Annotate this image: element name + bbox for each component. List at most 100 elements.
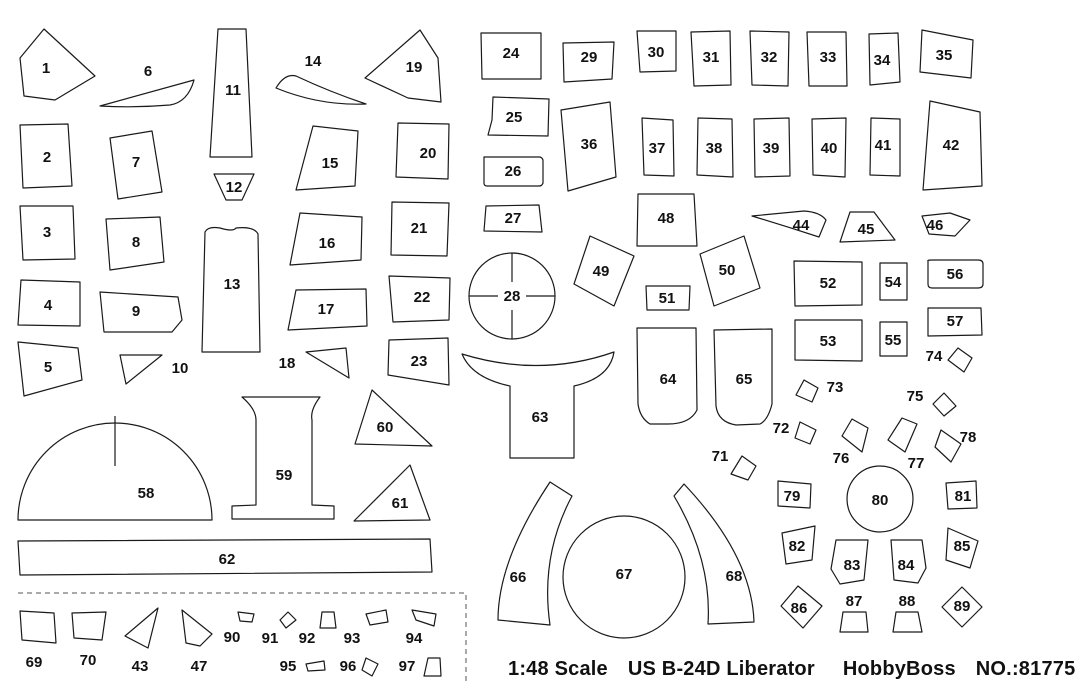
part-47 bbox=[181, 609, 213, 647]
label-87: 87 bbox=[846, 593, 863, 610]
part-38 bbox=[696, 117, 734, 178]
label-29: 29 bbox=[581, 49, 598, 66]
label-57: 57 bbox=[947, 313, 964, 330]
part-86 bbox=[780, 585, 823, 629]
label-69: 69 bbox=[26, 654, 43, 671]
label-62: 62 bbox=[219, 551, 236, 568]
part-46 bbox=[921, 212, 971, 237]
part-77 bbox=[887, 417, 918, 453]
part-90 bbox=[237, 611, 255, 623]
label-8: 8 bbox=[132, 234, 140, 251]
label-65: 65 bbox=[736, 371, 753, 388]
part-15 bbox=[295, 125, 359, 191]
part-23 bbox=[387, 337, 450, 386]
part-35 bbox=[919, 29, 974, 79]
label-10: 10 bbox=[172, 360, 189, 377]
part-33 bbox=[806, 31, 848, 87]
label-61: 61 bbox=[392, 495, 409, 512]
part-70 bbox=[71, 611, 107, 641]
label-93: 93 bbox=[344, 630, 361, 647]
label-19: 19 bbox=[406, 59, 423, 76]
part-74 bbox=[947, 347, 973, 373]
label-73: 73 bbox=[827, 379, 844, 396]
label-30: 30 bbox=[648, 44, 665, 61]
part-57 bbox=[927, 307, 983, 337]
part-36 bbox=[560, 101, 617, 192]
part-25 bbox=[487, 96, 550, 137]
part-93 bbox=[365, 609, 389, 626]
label-92: 92 bbox=[299, 630, 316, 647]
label-4: 4 bbox=[44, 297, 53, 314]
label-13: 13 bbox=[224, 276, 241, 293]
part-91 bbox=[279, 611, 297, 629]
part-73 bbox=[795, 379, 819, 403]
label-90: 90 bbox=[224, 629, 241, 646]
part-17 bbox=[287, 288, 368, 331]
part-69 bbox=[19, 610, 57, 644]
label-3: 3 bbox=[43, 224, 51, 241]
label-20: 20 bbox=[420, 145, 437, 162]
part-labels: 1 2 3 4 5 6 7 8 9 10 11 12 13 14 15 16 1… bbox=[26, 44, 977, 675]
part-51 bbox=[645, 285, 691, 311]
label-86: 86 bbox=[791, 600, 808, 617]
label-53: 53 bbox=[820, 333, 837, 350]
part-84 bbox=[890, 539, 927, 584]
part-49 bbox=[573, 235, 635, 307]
caption-number: NO.:81775 bbox=[975, 658, 1075, 680]
part-39 bbox=[753, 117, 791, 178]
label-44: 44 bbox=[793, 217, 810, 234]
part-60 bbox=[354, 389, 433, 447]
part-67 bbox=[562, 515, 686, 639]
part-88 bbox=[892, 611, 923, 633]
label-23: 23 bbox=[411, 353, 428, 370]
divider-line bbox=[18, 592, 467, 684]
label-89: 89 bbox=[954, 598, 971, 615]
part-82 bbox=[781, 525, 816, 565]
label-83: 83 bbox=[844, 557, 861, 574]
label-26: 26 bbox=[505, 163, 522, 180]
part-92 bbox=[319, 611, 337, 629]
label-37: 37 bbox=[649, 140, 666, 157]
part-3 bbox=[19, 205, 76, 261]
part-62 bbox=[17, 538, 433, 576]
part-79 bbox=[777, 480, 812, 509]
label-9: 9 bbox=[132, 303, 140, 320]
label-96: 96 bbox=[340, 658, 357, 675]
part-87 bbox=[839, 611, 869, 633]
part-4 bbox=[17, 279, 81, 327]
label-77: 77 bbox=[908, 455, 925, 472]
label-68: 68 bbox=[726, 568, 743, 585]
label-38: 38 bbox=[706, 140, 723, 157]
part-55 bbox=[879, 321, 908, 357]
label-78: 78 bbox=[960, 429, 977, 446]
label-59: 59 bbox=[276, 467, 293, 484]
label-17: 17 bbox=[318, 301, 335, 318]
part-16 bbox=[289, 212, 363, 266]
part-43 bbox=[124, 607, 159, 649]
label-24: 24 bbox=[503, 45, 520, 62]
label-85: 85 bbox=[954, 538, 971, 555]
part-95 bbox=[305, 660, 326, 672]
label-80: 80 bbox=[872, 492, 889, 509]
part-50 bbox=[699, 235, 761, 307]
part-11 bbox=[209, 28, 253, 158]
label-66: 66 bbox=[510, 569, 527, 586]
label-71: 71 bbox=[712, 448, 729, 465]
label-11: 11 bbox=[225, 82, 241, 99]
part-94 bbox=[411, 609, 437, 627]
part-78 bbox=[934, 429, 962, 463]
part-96 bbox=[361, 657, 379, 677]
label-25: 25 bbox=[506, 109, 523, 126]
caption-brand: HobbyBoss bbox=[842, 658, 956, 680]
label-2: 2 bbox=[43, 149, 51, 166]
label-91: 91 bbox=[262, 630, 279, 647]
label-58: 58 bbox=[138, 485, 155, 502]
label-1: 1 bbox=[42, 60, 50, 77]
label-95: 95 bbox=[280, 658, 297, 675]
part-9 bbox=[99, 291, 183, 333]
label-35: 35 bbox=[936, 47, 953, 64]
label-27: 27 bbox=[505, 210, 522, 227]
part-75 bbox=[932, 392, 957, 417]
label-63: 63 bbox=[532, 409, 549, 426]
label-75: 75 bbox=[907, 388, 924, 405]
